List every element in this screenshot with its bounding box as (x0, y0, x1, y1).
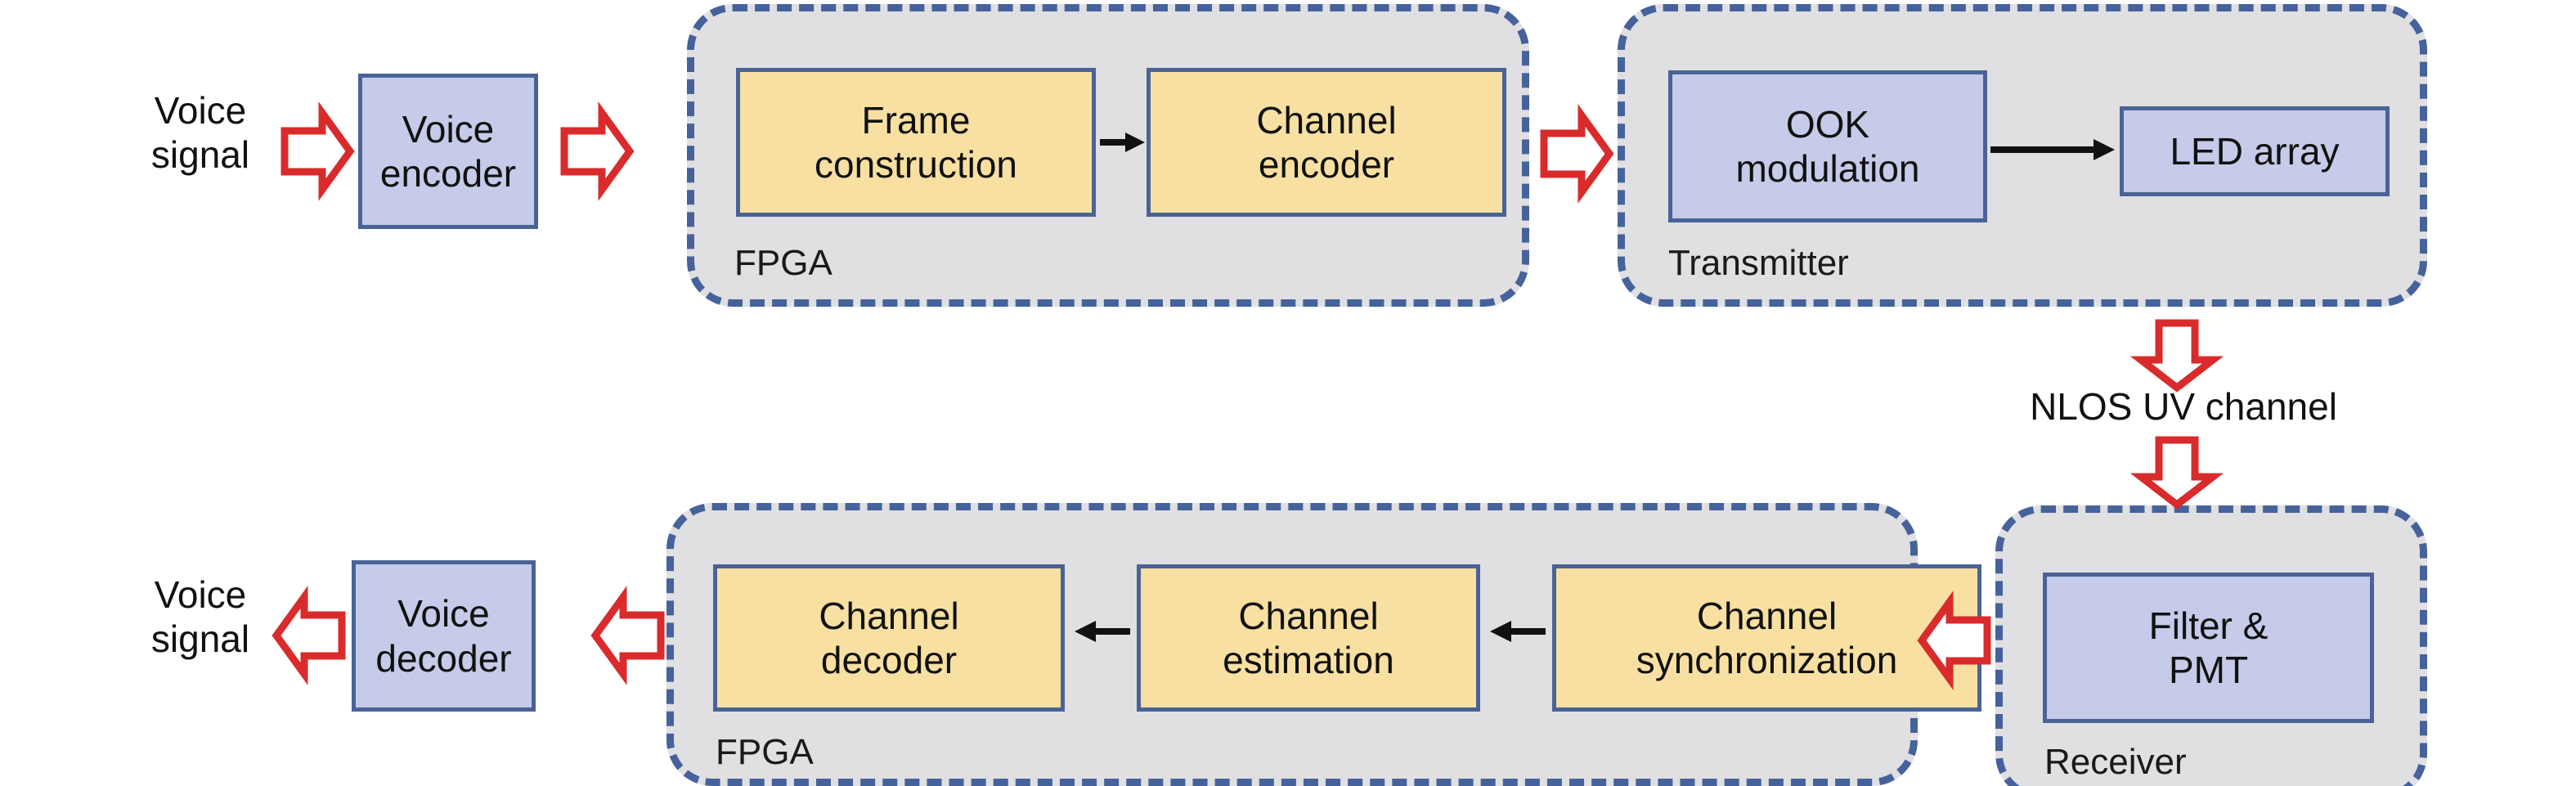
nlos-uv-channel-label: NLOS UV channel (2030, 385, 2337, 428)
signal-to-encoder-arrow (280, 101, 355, 201)
output-voice-signal-label: Voice signal (150, 573, 250, 661)
fpga-to-voice-decoder-arrow (590, 586, 665, 685)
channel-encoder-box[interactable]: Channel encoder (1147, 68, 1506, 217)
channel-decoder-box[interactable]: Channel decoder (713, 564, 1065, 712)
fpga-receive-group-label: FPGA (716, 732, 814, 772)
fpga-to-transmitter-arrow (1540, 104, 1614, 204)
voice-decoder-box[interactable]: Voice decoder (352, 560, 536, 712)
voice-encoder-box[interactable]: Voice encoder (358, 74, 538, 229)
voice-decoder-to-signal-arrow (272, 586, 346, 685)
transmitter-group-label: Transmitter (1668, 243, 1849, 283)
transmitter-to-channel-arrow (2129, 319, 2224, 393)
encoder-to-fpga-arrow (560, 101, 635, 201)
filter-pmt-box[interactable]: Filter & PMT (2043, 573, 2374, 723)
receiver-group-label: Receiver (2044, 742, 2187, 782)
input-voice-signal-label: Voice signal (150, 89, 250, 177)
channel-synchronization-box[interactable]: Channel synchronization (1552, 564, 1981, 712)
led-array-box[interactable]: LED array (2120, 106, 2390, 196)
fpga-transmit-group-label: FPGA (734, 243, 832, 283)
ook-modulation-box[interactable]: OOK modulation (1668, 70, 1987, 222)
channel-to-receiver-arrow (2129, 436, 2224, 510)
frame-construction-box[interactable]: Frame construction (736, 68, 1096, 217)
channel-estimation-box[interactable]: Channel estimation (1137, 564, 1480, 712)
